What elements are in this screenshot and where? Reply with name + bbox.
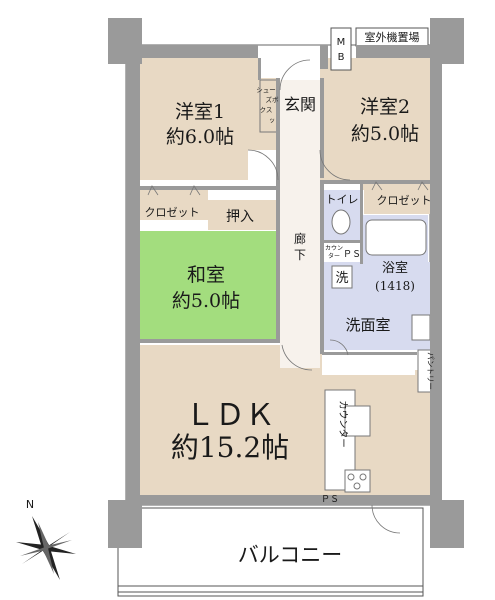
balcony-label: バルコニー xyxy=(238,543,343,567)
compass-north: N xyxy=(26,498,34,511)
counter-small-1: カウン xyxy=(325,244,343,252)
washroom-label: 洗面室 xyxy=(345,316,390,334)
shoebox-label-4: ッ xyxy=(269,116,276,124)
room-western2-size: 約5.0帖 xyxy=(351,123,419,145)
entrance-label: 玄関 xyxy=(284,95,316,114)
room-japanese-size: 約5.0帖 xyxy=(172,290,240,312)
compass-rose xyxy=(16,516,76,580)
walls xyxy=(108,18,464,548)
room-japanese xyxy=(140,231,278,339)
toilet-bowl xyxy=(331,209,351,235)
counter-small-2: ター xyxy=(328,252,340,260)
room-western2 xyxy=(320,58,430,190)
balcony-area xyxy=(117,507,424,597)
hallway-area xyxy=(280,80,320,368)
mb-label-m: M xyxy=(337,37,346,48)
mb-box xyxy=(330,27,352,71)
pantry-label: パントリー xyxy=(426,352,435,390)
hallway-label-1: 廊 xyxy=(294,231,306,246)
stove xyxy=(344,469,371,493)
room-western1 xyxy=(140,58,278,180)
closet1-label: クロゼット xyxy=(145,206,200,219)
closet2-area xyxy=(364,188,430,214)
shoebox-label-2: ズボ xyxy=(266,95,280,104)
washer-box xyxy=(331,265,353,289)
ps-lower-label: ＰＳ xyxy=(321,495,339,505)
bathtub xyxy=(365,219,427,256)
door-swings xyxy=(247,59,401,534)
oshiire-label: 押入 xyxy=(226,209,254,225)
room-ldk-size: 約15.2帖 xyxy=(171,431,289,464)
bath-size: (1418) xyxy=(375,279,415,293)
room-western2-name: 洋室2 xyxy=(360,96,410,118)
shoebox-label-1: シュー xyxy=(256,86,276,94)
bath-name: 浴室 xyxy=(382,260,408,276)
wash-basin xyxy=(411,314,431,341)
ps-upper-label: ＰＳ xyxy=(343,250,361,260)
shoebox-label-3: クス xyxy=(260,106,273,114)
room-japanese-name: 和室 xyxy=(187,264,225,286)
outdoor-unit-label: 室外機置場 xyxy=(365,30,420,44)
closet1-area xyxy=(140,190,208,220)
kitchen-counter-label: カウンター xyxy=(337,400,348,448)
oshiire-area xyxy=(208,200,278,230)
washer-label: 洗 xyxy=(335,271,348,286)
room-ldk-name: ＬＤＫ xyxy=(185,398,275,433)
toilet-label: トイレ xyxy=(326,193,359,206)
room-western1-size: 約6.0帖 xyxy=(166,126,234,148)
closet-doors xyxy=(147,181,429,196)
sink xyxy=(344,405,371,437)
hallway-label-2: 下 xyxy=(294,248,306,262)
mb-label-b: B xyxy=(338,52,345,63)
room-western1-name: 洋室1 xyxy=(175,101,225,123)
closet2-label: クロゼット xyxy=(377,194,432,207)
room-ldk xyxy=(140,345,430,495)
